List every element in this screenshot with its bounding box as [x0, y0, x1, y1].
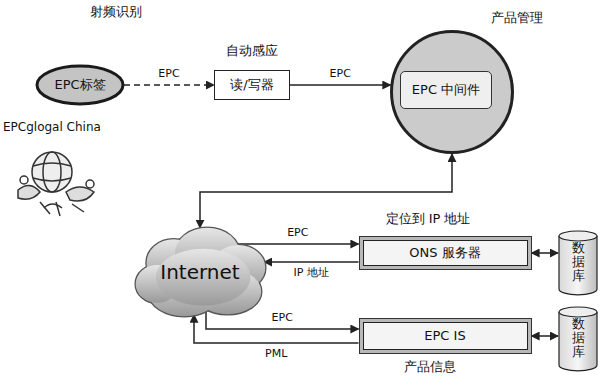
node-text: Internet — [160, 260, 239, 284]
edge-label: PML — [263, 347, 289, 360]
reader-box: 自动感应读/写器 — [214, 70, 290, 100]
epcglobal-illustration — [10, 140, 105, 218]
node-heading: 定位到 IP 地址 — [386, 211, 471, 227]
org-label: EPCglogal China — [3, 120, 101, 134]
connector-arrow — [264, 261, 358, 263]
epc-is-box: EPC IS产品信息 — [363, 322, 528, 350]
connector-arrow — [237, 243, 358, 245]
connector-arrow — [124, 84, 214, 86]
middleware-box: EPC 中间件 — [400, 71, 492, 109]
edge-label: EPC — [328, 67, 353, 80]
internet-cloud: Internet — [133, 225, 268, 320]
tag-ellipse: EPC标签 — [35, 64, 125, 106]
edge-label: EPC — [270, 311, 295, 324]
edge-label: IP 地址 — [292, 266, 331, 279]
edge-label: EPC — [285, 226, 310, 239]
database-cylinder: 数据库 — [558, 306, 598, 371]
edge-label: EPC — [156, 67, 181, 80]
node-text: EPC IS — [424, 328, 465, 344]
node-heading: 产品信息 — [404, 359, 456, 375]
node-text: 读/写器 — [230, 77, 273, 93]
database-cylinder: 数据库 — [558, 230, 598, 295]
node-text: ONS 服务器 — [409, 245, 480, 261]
connector-arrow — [532, 335, 559, 337]
node-heading: 产品管理 — [491, 10, 543, 26]
node-text: EPC 中间件 — [412, 82, 480, 98]
node-text: EPC标签 — [54, 77, 105, 93]
middleware-circle: 产品管理EPC 中间件 — [390, 30, 514, 154]
node-text: 数据库 — [572, 317, 585, 360]
node-text: 数据库 — [572, 241, 585, 284]
rfid-label: 射频识别 — [90, 4, 142, 20]
ons-server-box: 定位到 IP 地址ONS 服务器 — [363, 240, 528, 266]
connector-arrow — [290, 84, 390, 86]
node-heading: 自动感应 — [226, 43, 278, 59]
connector-arrow — [532, 252, 559, 254]
